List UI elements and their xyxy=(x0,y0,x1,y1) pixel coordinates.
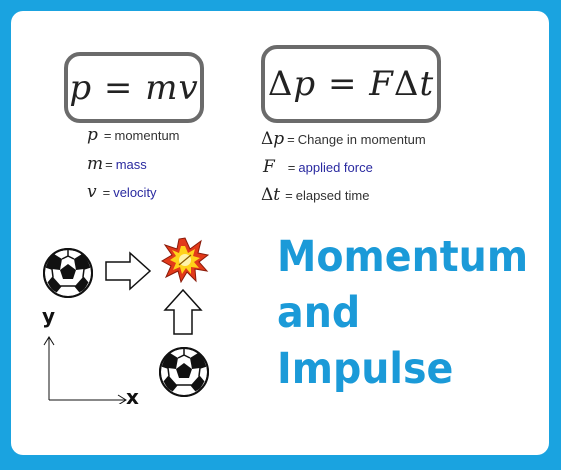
definition-equals: = xyxy=(102,185,111,200)
x-axis-label: x xyxy=(126,385,139,409)
definition-text: Change in momentum xyxy=(297,132,426,147)
page-title: Momentum and Impulse xyxy=(277,229,528,397)
impulse-equation-box: Δ p = F Δ t xyxy=(261,45,441,123)
definition-equals: = xyxy=(105,157,113,172)
definition-equals: = xyxy=(287,132,295,147)
explosion-icon xyxy=(161,237,209,283)
definition-velocity: v = velocity xyxy=(87,182,157,202)
title-line-3: Impulse xyxy=(277,344,454,394)
definition-momentum: p = momentum xyxy=(87,125,180,145)
definition-text: applied force xyxy=(298,160,373,175)
soccer-ball-icon xyxy=(159,347,209,397)
definition-text: mass xyxy=(115,157,147,172)
definition-symbol: p xyxy=(87,125,98,145)
definition-text: elapsed time xyxy=(295,188,370,203)
definition-symbol: m xyxy=(87,154,104,174)
eq-f: F xyxy=(369,64,394,104)
definition-applied-force: F = applied force xyxy=(263,157,373,177)
definition-mass: m = mass xyxy=(87,154,147,174)
definition-text: velocity xyxy=(113,185,157,200)
soccer-ball-icon xyxy=(43,248,93,298)
definition-equals: = xyxy=(287,160,296,175)
axes-icon xyxy=(43,336,127,404)
card: p = mv Δ p = F Δ t p = momentum m = mass… xyxy=(11,11,549,455)
eq-mv: mv xyxy=(145,67,199,108)
definition-symbol: F xyxy=(263,157,275,177)
definition-symbol: Δp xyxy=(261,129,285,149)
definition-symbol: Δt xyxy=(261,185,281,205)
eq-p2: p xyxy=(293,64,317,104)
definition-text: momentum xyxy=(114,128,180,143)
eq-equals-2: = xyxy=(316,64,370,104)
momentum-equation-box: p = mv xyxy=(64,52,204,123)
eq-p: p xyxy=(69,67,93,108)
y-axis-label: y xyxy=(42,304,56,328)
eq-equals: = xyxy=(92,67,146,108)
title-line-1: Momentum xyxy=(277,232,529,282)
title-line-2: and xyxy=(277,288,361,338)
definition-elapsed-time: Δt = elapsed time xyxy=(261,185,369,205)
eq-t: t xyxy=(419,64,435,104)
definition-equals: = xyxy=(103,128,112,143)
arrow-up-icon xyxy=(163,288,203,335)
definition-change-in-momentum: Δp = Change in momentum xyxy=(261,129,426,149)
eq-delta-2: Δ xyxy=(393,64,420,104)
eq-delta-1: Δ xyxy=(267,64,294,104)
definition-equals: = xyxy=(285,188,293,203)
arrow-right-icon xyxy=(105,251,152,291)
definition-symbol: v xyxy=(87,182,97,202)
